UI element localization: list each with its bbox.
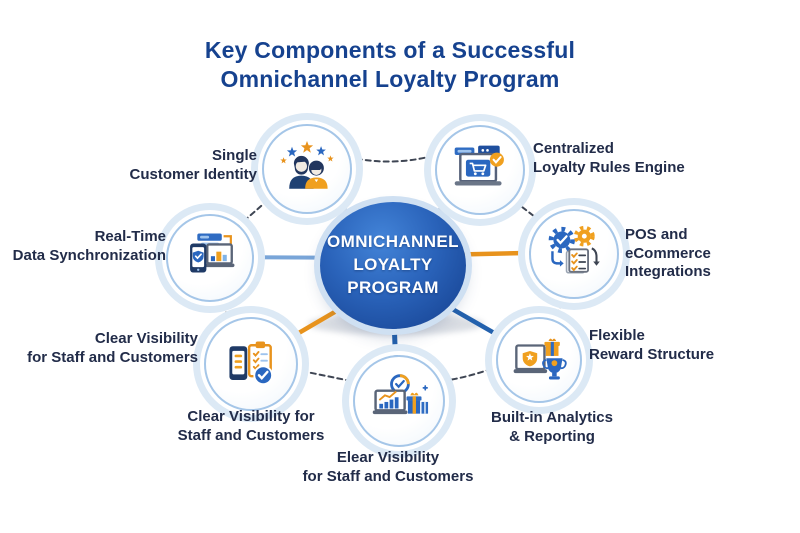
title-line-1: Key Components of a Successful xyxy=(204,37,576,63)
center-node: OMNICHANNEL LOYALTY PROGRAM xyxy=(320,202,466,329)
devices-sync-icon xyxy=(190,233,235,273)
center-line-3: PROGRAM xyxy=(347,277,439,297)
people-stars-icon xyxy=(280,140,334,189)
label-real-time-data-synchronization: Real-Time Data Synchronization xyxy=(12,228,166,264)
chart-gifts-icon xyxy=(372,374,429,415)
title-line-2: Omnichannel Loyalty Program xyxy=(220,66,560,93)
label-centralized-loyalty-rules-engine: Centralized Loyalty Rules Engine xyxy=(533,140,685,176)
page-title: Key Components of a Successful Omnichann… xyxy=(0,36,780,95)
label-clear-visibility-below: Clear Visibility for Staff and Customers xyxy=(177,408,325,444)
node-analytics-gifts xyxy=(353,355,445,447)
label-elear-visibility-below: Elear Visibility for Staff and Customers xyxy=(302,449,474,485)
gears-checklist-icon xyxy=(548,225,600,274)
label-built-in-analytics-reporting: Built-in Analytics & Reporting xyxy=(491,409,613,445)
label-pos-and-ecommerce-integrations: POS and eCommerce Integrations xyxy=(625,226,711,281)
center-line-2: LOYALTY xyxy=(353,255,433,275)
label-single-customer-identity: Single Customer Identity xyxy=(129,147,257,183)
phone-clipboard-icon xyxy=(229,341,274,386)
node-clear-visibility xyxy=(204,317,298,411)
laptop-cart-icon xyxy=(454,145,504,186)
node-reward-structure xyxy=(496,317,582,403)
center-line-1: OMNICHANNEL xyxy=(327,232,459,252)
node-loyalty-rules-engine xyxy=(435,125,525,215)
label-clear-visibility-side: Clear Visibility for Staff and Customers xyxy=(27,330,198,366)
node-pos-ecommerce-integration xyxy=(529,209,619,299)
laptop-shield-trophy-icon xyxy=(513,338,567,380)
node-real-time-data-sync xyxy=(166,214,254,302)
label-flexible-reward-structure: Flexible Reward Structure xyxy=(589,327,715,363)
node-single-customer-identity xyxy=(262,124,352,214)
